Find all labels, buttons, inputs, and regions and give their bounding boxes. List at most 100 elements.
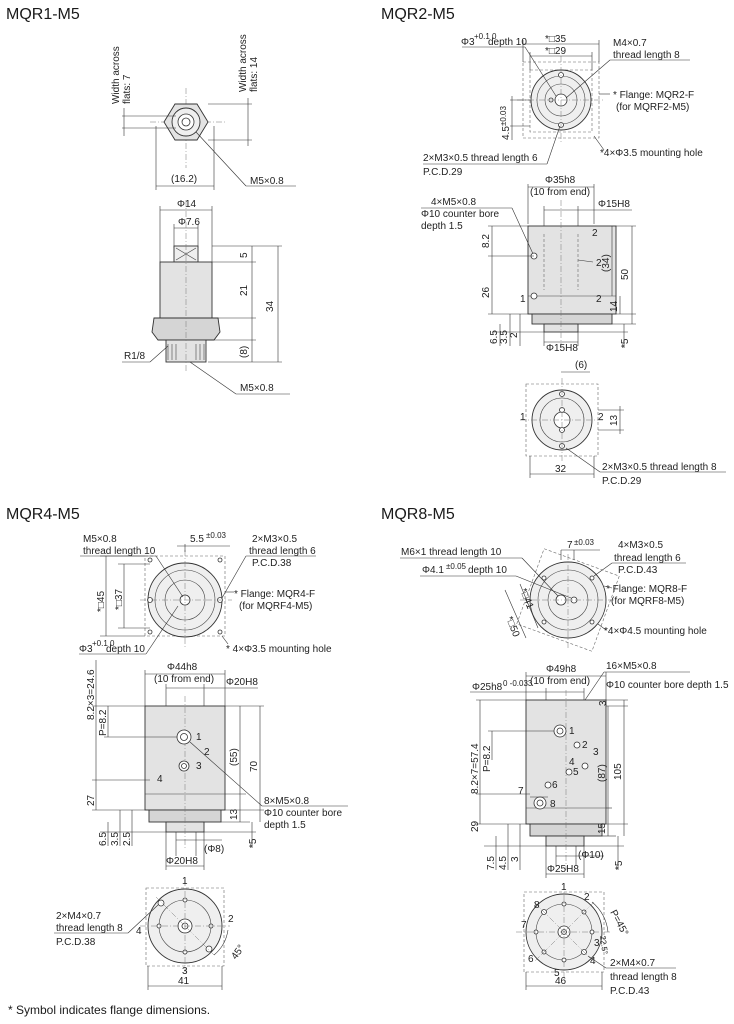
- mqr8-dim-3: 3: [598, 700, 609, 706]
- mqr2-phi35h8: Φ35h8: [545, 175, 576, 186]
- mqr4-top-view: M5×0.8 thread length 10 5.5 ±0.03 2×M3×0…: [79, 531, 332, 655]
- mqr4-flange: * Flange: MQR4-F: [234, 589, 315, 600]
- mqr8-dim-7-5: 7.5: [486, 856, 497, 870]
- mqr1-title: MQR1-M5: [6, 6, 80, 23]
- mqr8-m4: 2×M4×0.7: [610, 958, 655, 969]
- mqr2-m5x4: 4×M5×0.8: [431, 197, 476, 208]
- mqr2-side-view: Φ35h8 (10 from end) Φ15H8 4×M5×0.8 Φ10 c…: [421, 175, 636, 354]
- mqr4-hole: Φ3: [79, 644, 93, 655]
- mqr4-flange-for: (for MQRF4-M5): [239, 601, 312, 612]
- mqr2-hole-tol: +0.1 0: [474, 32, 497, 41]
- mqr2-dim-14: 14: [609, 300, 620, 312]
- mqr4-dim-41: 41: [178, 976, 190, 987]
- mqr8-phi25h8: Φ25h8: [472, 682, 503, 693]
- mqr1-dim-5: 5: [239, 252, 250, 258]
- mqr2-counter-bore-depth: depth 1.5: [421, 221, 463, 232]
- mqr4-dim-3-5: 3.5: [110, 832, 121, 846]
- mqr2-dim-13: 13: [609, 414, 620, 426]
- mqr2-mount-hole: *4×Φ3.5 mounting hole: [600, 148, 703, 159]
- mqr8-bottom-port-8: 8: [534, 900, 540, 911]
- mqr1-wf14-line2: flats: 14: [249, 57, 260, 92]
- mqr2-hole-depth: depth 10: [488, 37, 527, 48]
- mqr2-dim-32: 32: [555, 464, 567, 475]
- mqr2-counter-bore: Φ10 counter bore: [421, 209, 499, 220]
- mqr2-sq29: *□29: [545, 46, 566, 57]
- mqr8-m3: 4×M3×0.5: [618, 540, 663, 551]
- mqr4-bottom-port-2: 2: [228, 914, 234, 925]
- mqr8-hole: Φ4.1: [422, 565, 444, 576]
- mqr4-m5x8: 8×M5×0.8: [264, 796, 309, 807]
- mqr8-m5x16: 16×M5×0.8: [606, 661, 657, 672]
- mqr2-flange: * Flange: MQR2-F: [613, 90, 694, 101]
- mqr4-m4: 2×M4×0.7: [56, 911, 101, 922]
- mqr4-port-4: 4: [157, 774, 163, 785]
- mqr4-from-end: (10 from end): [154, 674, 214, 685]
- mqr8-phi10: (Φ10): [578, 850, 604, 861]
- mqr2-section: MQR2-M5 *□35 *□29 Φ3 +0.1 0 depth: [381, 6, 726, 487]
- mqr2-port-2-upper-a: 2: [592, 228, 598, 239]
- mqr8-bottom-port-4: 4: [590, 956, 596, 967]
- mqr8-pitch-p: P=8.2: [482, 745, 493, 772]
- mqr4-dim-5-star: *5: [248, 838, 259, 848]
- mqr8-dim-3-bottom: 3: [510, 856, 521, 862]
- mqr8-section: MQR8-M5 M6×1 thread length 10 7 ±0.03 4×…: [381, 506, 729, 997]
- mqr8-angle-22-5: 22.5°: [598, 935, 610, 955]
- mqr2-dim-50: 50: [620, 268, 631, 280]
- mqr2-dim-26: 26: [481, 286, 492, 298]
- mqr1-dim-34: 34: [265, 300, 276, 312]
- mqr8-dim-105: 105: [613, 763, 624, 780]
- mqr8-mount-hole: *4×Φ4.5 mounting hole: [604, 626, 707, 637]
- mqr8-pitch-angle: P=45°: [607, 908, 630, 938]
- mqr2-m3-thread: 2×M3×0.5 thread length 6: [423, 153, 538, 164]
- mqr8-bottom-port-3: 3: [594, 938, 600, 949]
- mqr4-m3: 2×M3×0.5: [252, 534, 297, 545]
- mqr4-pitch: 8.2×3=24.6: [86, 669, 97, 720]
- mqr4-port-1: 1: [196, 732, 202, 743]
- footnote: * Symbol indicates flange dimensions.: [8, 1003, 210, 1017]
- mqr4-hole-tol: +0.1 0: [92, 639, 115, 648]
- mqr2-port-1-left: 1: [520, 294, 526, 305]
- mqr2-dim-8-2: 8.2: [481, 234, 492, 248]
- mqr8-side-view: Φ49h8 (10 from end) Φ25h8 0 -0.033 16×M5…: [470, 661, 729, 878]
- mqr1-thread: [167, 344, 205, 360]
- mqr2-pcd29: P.C.D.29: [423, 167, 463, 178]
- mqr2-dim-3-5: 3.5: [499, 330, 510, 344]
- mqr2-top-view: *□35 *□29 Φ3 +0.1 0 depth 10 M4×0.7 thre…: [423, 32, 703, 178]
- mqr2-pcd29-bottom: P.C.D.29: [602, 476, 642, 487]
- mqr8-dim-7-tol: ±0.03: [574, 538, 595, 547]
- mqr8-flange: * Flange: MQR8-F: [606, 584, 687, 595]
- mqr4-dim-5-5: 5.5: [190, 534, 204, 545]
- mqr4-side-view: Φ44h8 (10 from end) Φ20H8 1 2 3 4: [86, 660, 348, 870]
- mqr1-wf7-line1: Width across: [111, 46, 122, 104]
- mqr4-dim-27: 27: [86, 794, 97, 806]
- mqr2-phi15h8-top: Φ15H8: [598, 199, 630, 210]
- mqr1-r18: R1/8: [124, 351, 146, 362]
- mqr8-dim-87: (87): [597, 764, 608, 782]
- mqr8-port-1: 1: [569, 726, 575, 737]
- mqr2-dim-4-5-tol: ±0.03: [499, 105, 508, 126]
- mqr1-side-view: Φ14 Φ7.6: [122, 199, 290, 395]
- mqr8-port-3: 3: [593, 747, 599, 758]
- mqr4-angle-45: 45°: [229, 943, 247, 962]
- mqr4-dim-55: (55): [229, 748, 240, 766]
- mqr2-port-1-bottom: 1: [520, 412, 526, 423]
- mqr8-port-7: 7: [518, 786, 524, 797]
- mqr8-dim-15: 15: [597, 822, 608, 834]
- mqr4-phi20h8-bottom: Φ20H8: [166, 856, 198, 867]
- mqr2-phi15h8-bottom: Φ15H8: [546, 343, 578, 354]
- mqr2-dim-6-5: 6.5: [489, 330, 500, 344]
- mqr1-top-view: Width across flats: 7 Width across flats…: [111, 34, 296, 190]
- mqr4-dim-6-5: 6.5: [98, 832, 109, 846]
- mqr2-flange-for: (for MQRF2-M5): [616, 102, 689, 113]
- mqr4-counter-bore-depth: depth 1.5: [264, 820, 306, 831]
- mqr1-dim-21: 21: [239, 284, 250, 296]
- mqr1-dim-8: (8): [239, 346, 250, 358]
- mqr8-phi25h8-tol: 0 -0.033: [503, 679, 533, 688]
- mqr4-mount-hole: * 4×Φ3.5 mounting hole: [226, 644, 332, 655]
- mqr8-pitch: 8.2×7=57.4: [470, 743, 481, 794]
- mqr4-dim-13: 13: [229, 808, 240, 820]
- mqr1-wf7-line2: flats: 7: [122, 74, 133, 104]
- mqr8-dim-4-5: 4.5: [498, 856, 509, 870]
- mqr2-bottom-view: (6) 1 2 13 32 2×M3×0.5 thread length: [520, 360, 726, 487]
